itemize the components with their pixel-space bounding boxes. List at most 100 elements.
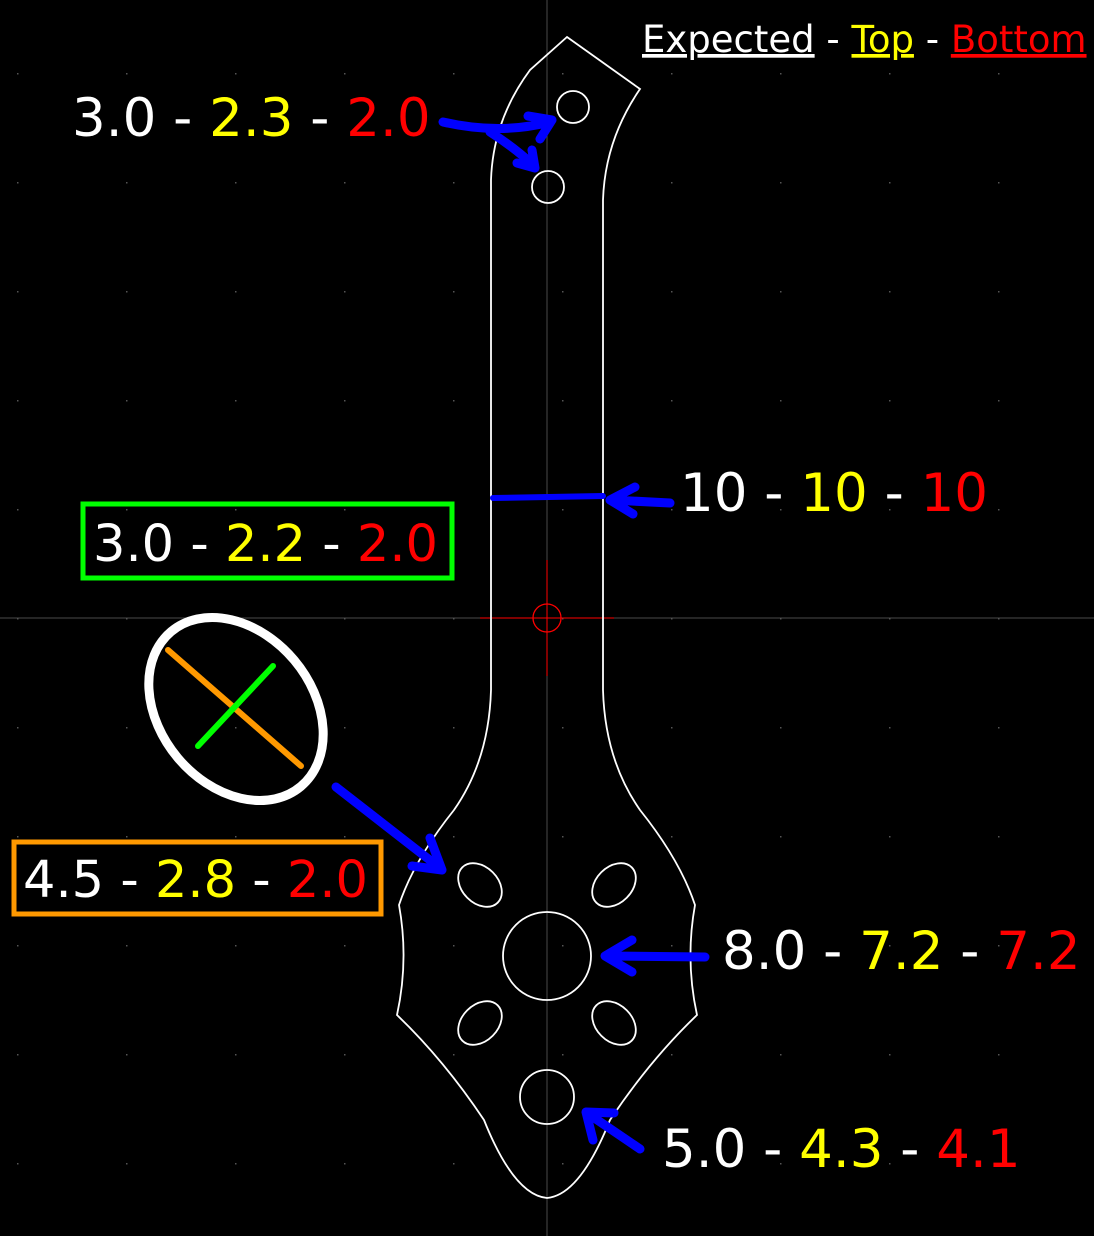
grid-dot (671, 727, 673, 729)
grid-dot (17, 73, 19, 75)
grid-dot (671, 618, 673, 620)
grid-dot (998, 509, 1000, 511)
grid-dot (126, 618, 128, 620)
holes (457, 90, 637, 1125)
grid-dot (17, 618, 19, 620)
grid-dot (453, 73, 455, 75)
arm-outline (396, 35, 698, 1199)
slot-zoom-inset (144, 612, 328, 806)
grid-dot (235, 1163, 237, 1165)
grid-dot (562, 1163, 564, 1165)
grid-dot (344, 945, 346, 947)
label-center-hole: 8.0 - 7.2 - 7.2 (722, 921, 1081, 982)
grid-dot (126, 945, 128, 947)
grid-dot (453, 945, 455, 947)
grid-dot (889, 1054, 891, 1056)
grid-dot (17, 1163, 19, 1165)
grid-dot (671, 291, 673, 293)
grid-dot (889, 182, 891, 184)
grid-dot (780, 618, 782, 620)
grid-dot (126, 73, 128, 75)
svg-text:Expected - Top - Bottom: Expected - Top - Bottom (642, 18, 1087, 61)
grid-dot (780, 509, 782, 511)
grid-dot (126, 1163, 128, 1165)
arrow-center-hole (600, 935, 710, 977)
grid-dot (671, 400, 673, 402)
grid-dot (562, 400, 564, 402)
grid-dot (235, 182, 237, 184)
grid-dot (780, 836, 782, 838)
grid-dot (889, 400, 891, 402)
grid-dot (889, 1163, 891, 1165)
slot-lower-left (457, 1000, 503, 1046)
grid-dot (17, 727, 19, 729)
grid-dot (126, 727, 128, 729)
legend-sep: - (815, 18, 852, 61)
grid-dot (344, 400, 346, 402)
grid-dot (344, 727, 346, 729)
arrow-arm-width (605, 482, 675, 519)
grid-dot (235, 945, 237, 947)
grid-dot (344, 1054, 346, 1056)
grid-dot (453, 836, 455, 838)
grid-dot (889, 945, 891, 947)
grid-dot (235, 73, 237, 75)
top-hole-2 (531, 170, 565, 204)
grid-dot (998, 836, 1000, 838)
grid-dot (453, 1054, 455, 1056)
grid-dot (780, 1054, 782, 1056)
grid-dot (126, 400, 128, 402)
grid-dot (235, 1054, 237, 1056)
grid-dot (562, 291, 564, 293)
orange-box (11, 839, 384, 917)
grid-dot (998, 182, 1000, 184)
grid-dot (671, 1163, 673, 1165)
grid-dot (998, 618, 1000, 620)
grid-dot (562, 73, 564, 75)
grid-dot (17, 836, 19, 838)
grid-dot (344, 509, 346, 511)
origin-marker (480, 560, 614, 676)
grid-dot (235, 836, 237, 838)
center-hole (502, 911, 592, 1001)
grid-dot (344, 1163, 346, 1165)
grid-dot (780, 73, 782, 75)
grid-dot (453, 182, 455, 184)
grid-dot (344, 182, 346, 184)
grid-dot (671, 182, 673, 184)
legend-top: Top (851, 18, 914, 61)
grid-dot (998, 727, 1000, 729)
grid-dot (562, 509, 564, 511)
grid-dot (780, 291, 782, 293)
legend: Expected - Top - Bottom (642, 18, 1087, 61)
grid-dot (344, 618, 346, 620)
grid-dot (889, 618, 891, 620)
grid-dot (998, 291, 1000, 293)
grid-dot (344, 73, 346, 75)
bottom-hole (519, 1069, 575, 1125)
grid-dot (562, 1054, 564, 1056)
arrow-bottom-hole (581, 1107, 645, 1154)
grid-dot (344, 836, 346, 838)
label-arm-width: 10 - 10 - 10 (680, 463, 988, 524)
grid-dot (126, 1054, 128, 1056)
arm-width-line (490, 493, 606, 501)
grid-dot (998, 1163, 1000, 1165)
grid-dot (126, 182, 128, 184)
green-box (80, 501, 455, 581)
grid-dot (671, 1054, 673, 1056)
grid-dot (17, 945, 19, 947)
label-slot-minor: 3.0 - 2.2 - 2.0 (93, 515, 438, 574)
legend-bottom: Bottom (951, 18, 1087, 61)
grid-dot (453, 291, 455, 293)
grid-dot (17, 509, 19, 511)
grid-dot (889, 836, 891, 838)
grid-dot (235, 400, 237, 402)
grid-dot (780, 1163, 782, 1165)
grid-dot (126, 509, 128, 511)
slot-upper-right (591, 862, 637, 908)
grid-dot (344, 291, 346, 293)
grid-dot (453, 618, 455, 620)
grid-dot (889, 727, 891, 729)
